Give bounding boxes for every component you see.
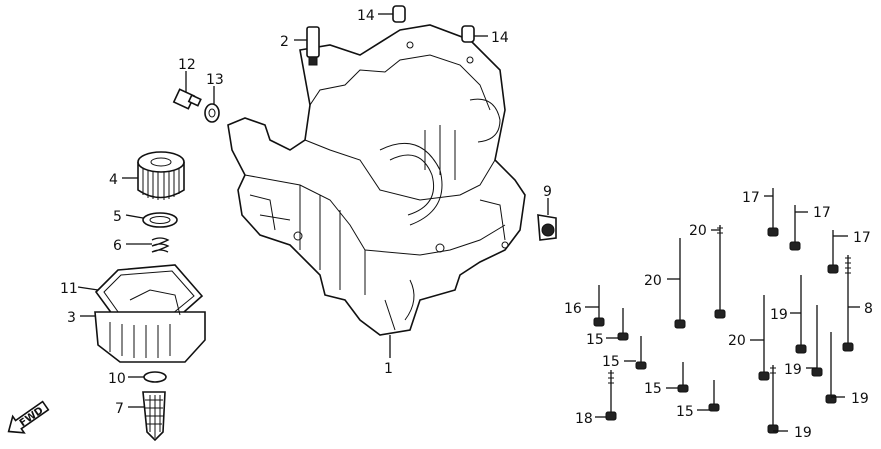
bolt-18 <box>605 370 617 421</box>
label-12: 12 <box>178 57 196 73</box>
dowel-pin-left <box>392 5 406 23</box>
label-17-c: 17 <box>853 230 871 246</box>
label-15-b: 15 <box>602 354 620 370</box>
label-15-a: 15 <box>586 332 604 348</box>
forward-arrow-icon: FWD <box>7 400 50 434</box>
label-15-d: 15 <box>676 404 694 420</box>
label-9: 9 <box>543 184 552 200</box>
drain-bolt <box>172 88 202 110</box>
label-6: 6 <box>113 238 122 254</box>
label-19-c: 19 <box>851 391 869 407</box>
label-14-right: 14 <box>491 30 509 46</box>
label-13: 13 <box>206 72 224 88</box>
label-16: 16 <box>564 301 582 317</box>
o-ring <box>142 212 178 228</box>
label-19-d: 19 <box>794 425 812 441</box>
label-7: 7 <box>115 401 124 417</box>
bolt-20-b <box>714 225 726 319</box>
label-19-b: 19 <box>784 362 802 378</box>
label-15-c: 15 <box>644 381 662 397</box>
bolt-19-c <box>825 332 837 404</box>
bolt-16 <box>593 285 605 327</box>
sealing-washer <box>204 103 220 123</box>
bolt-17-b <box>789 205 801 251</box>
oil-strainer <box>142 391 166 442</box>
label-20-c: 20 <box>728 333 746 349</box>
oil-pan <box>94 289 206 363</box>
bolt-20-a <box>674 238 686 329</box>
oil-filter <box>137 151 185 200</box>
dowel-pin-right <box>461 25 475 43</box>
rubber-mount <box>537 214 557 241</box>
label-1: 1 <box>384 361 393 377</box>
label-2: 2 <box>280 34 289 50</box>
label-17-a: 17 <box>742 190 760 206</box>
bolt-17-a <box>767 188 779 237</box>
label-5: 5 <box>113 209 122 225</box>
strainer-o-ring <box>143 371 167 383</box>
bolt-15-d <box>708 380 720 412</box>
label-19-a: 19 <box>770 307 788 323</box>
label-18: 18 <box>575 411 593 427</box>
label-14-left: 14 <box>357 8 375 24</box>
bolt-19-b <box>811 305 823 377</box>
bolt-15-c <box>677 362 689 393</box>
label-20-b: 20 <box>644 273 662 289</box>
label-20-a: 20 <box>689 223 707 239</box>
bolt-20-c <box>758 295 770 381</box>
label-4: 4 <box>109 172 118 188</box>
label-11: 11 <box>60 281 78 297</box>
bolt-15-b <box>635 336 647 370</box>
bolt-15-a <box>617 308 629 341</box>
leader-lines <box>77 13 860 432</box>
label-3: 3 <box>67 310 76 326</box>
relief-spring <box>151 237 170 253</box>
label-17-b: 17 <box>813 205 831 221</box>
oil-pressure-switch <box>306 26 320 66</box>
bolt-19-a <box>795 275 807 354</box>
label-8: 8 <box>864 301 873 317</box>
label-10: 10 <box>108 371 126 387</box>
bolt-8 <box>842 255 854 352</box>
lower-crankcase <box>227 24 526 336</box>
